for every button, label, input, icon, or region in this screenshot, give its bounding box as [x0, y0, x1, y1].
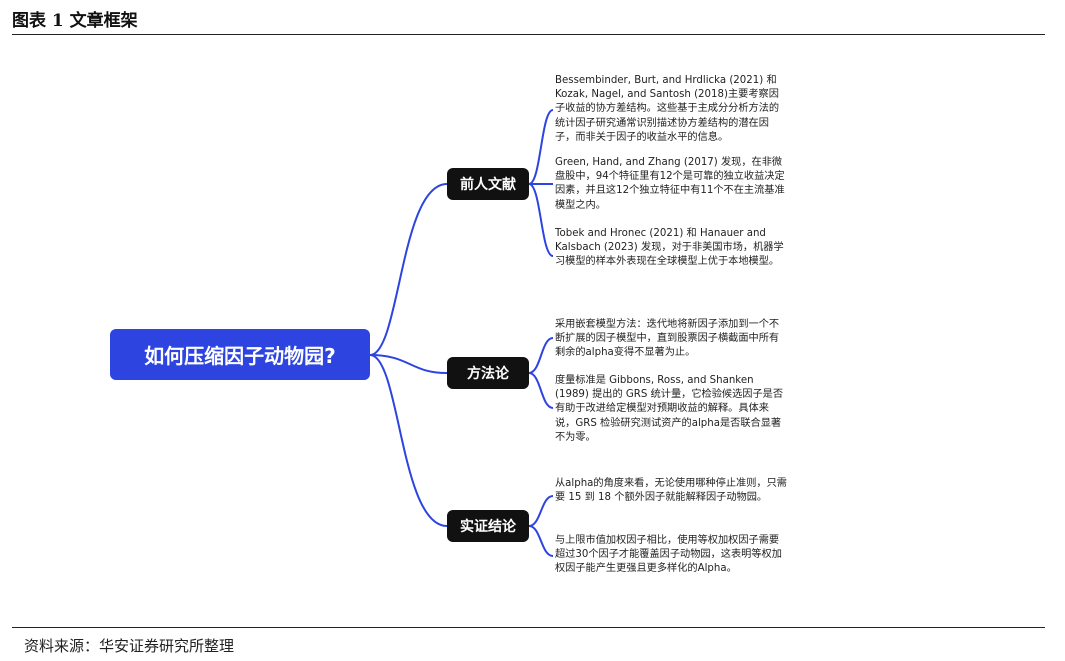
branch-node-empirical: 实证结论 — [447, 510, 529, 542]
leaf-text: 与上限市值加权因子相比，使用等权加权因子需要超过30个因子才能覆盖因子动物园，这… — [555, 535, 782, 575]
branch-node-methodology: 方法论 — [447, 357, 529, 389]
leaf-text: 度量标准是 Gibbons, Ross, and Shanken (1989) … — [555, 375, 784, 443]
link-branch-3-leaf-1 — [528, 495, 554, 527]
figure-title: 图表 1 文章框架 — [12, 11, 138, 31]
link-branch-1-leaf-3 — [528, 183, 554, 257]
leaf-text: Green, Hand, and Zhang (2017) 发现，在非微盘股中，… — [555, 157, 785, 211]
leaf-text: 采用嵌套模型方法：迭代地将新因子添加到一个不断扩展的因子模型中，直到股票因子横截… — [555, 319, 780, 359]
leaf-text: 从alpha的角度来看，无论使用哪种停止准则，只需要 15 到 18 个额外因子… — [555, 478, 787, 504]
link-branch-1-leaf-1 — [528, 109, 554, 185]
link-root-branch-1 — [369, 183, 448, 356]
source-note: 资料来源：华安证券研究所整理 — [24, 637, 235, 655]
branch-node-literature: 前人文献 — [447, 168, 529, 200]
bottom-rule — [12, 627, 1045, 628]
link-root-branch-3 — [369, 354, 448, 527]
leaf-text: Bessembinder, Burt, and Hrdlicka (2021) … — [555, 75, 780, 143]
link-branch-2-leaf-1 — [528, 337, 554, 374]
link-branch-2-leaf-2 — [528, 372, 554, 409]
link-root-branch-2 — [369, 354, 448, 374]
link-branch-3-leaf-2 — [528, 525, 554, 557]
leaf-text: Tobek and Hronec (2021) 和 Hanauer and Ka… — [555, 228, 784, 268]
top-rule — [12, 34, 1045, 35]
root-node: 如何压缩因子动物园? — [110, 329, 370, 380]
